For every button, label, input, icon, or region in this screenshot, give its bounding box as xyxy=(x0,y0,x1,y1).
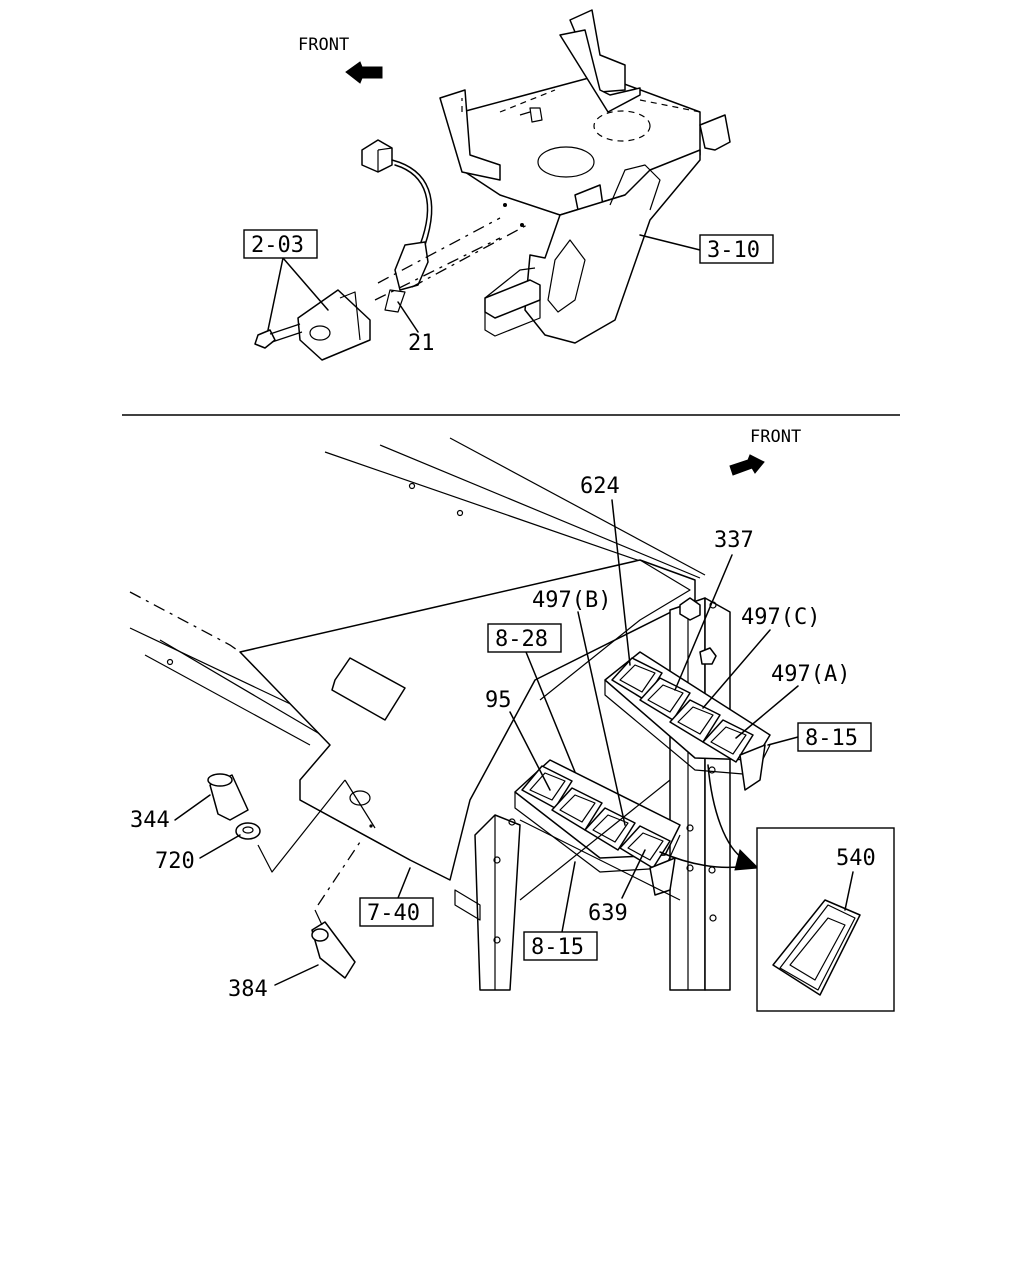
callout-639: 639 xyxy=(588,901,628,926)
chassis-frame xyxy=(129,437,706,881)
bottom-view: FRONT xyxy=(129,427,895,1012)
callout-497c: 497(C) xyxy=(741,605,820,630)
mounting-plate-assembly xyxy=(254,289,371,361)
step-assembly xyxy=(454,597,771,991)
callout-3-10: 3-10 xyxy=(707,238,760,263)
cap-and-washer xyxy=(207,773,261,840)
callout-box-7-40 xyxy=(359,897,434,927)
callout-box-8-28 xyxy=(487,623,562,653)
connector-384 xyxy=(311,909,356,979)
front-label-top: FRONT xyxy=(298,35,349,55)
callout-337: 337 xyxy=(714,528,754,553)
sensor-assembly xyxy=(361,139,433,313)
callout-624: 624 xyxy=(580,474,620,499)
callout-box-8-15-right xyxy=(797,722,872,752)
callout-8-15-bottom: 8-15 xyxy=(531,935,584,960)
bracket-assembly xyxy=(439,9,731,344)
callout-384: 384 xyxy=(228,977,268,1002)
callout-8-28: 8-28 xyxy=(495,627,548,652)
callout-344: 344 xyxy=(130,808,170,833)
front-arrow-icon xyxy=(729,454,765,476)
front-label-bottom: FRONT xyxy=(750,427,801,447)
top-view: FRONT xyxy=(243,9,774,361)
callout-540: 540 xyxy=(836,846,876,871)
callout-7-40: 7-40 xyxy=(367,901,420,926)
callout-720: 720 xyxy=(155,849,195,874)
callout-8-15-right: 8-15 xyxy=(805,726,858,751)
detail-inset xyxy=(756,827,895,1012)
callout-box-8-15-bottom xyxy=(523,931,598,961)
callout-2-03: 2-03 xyxy=(251,233,304,258)
callout-95: 95 xyxy=(485,688,512,713)
callout-box-3-10 xyxy=(699,234,774,264)
callout-497b: 497(B) xyxy=(532,588,611,613)
front-arrow-icon xyxy=(345,61,383,84)
callout-497a: 497(A) xyxy=(771,662,850,687)
callout-box-2-03 xyxy=(243,229,318,259)
callout-21: 21 xyxy=(408,331,435,356)
